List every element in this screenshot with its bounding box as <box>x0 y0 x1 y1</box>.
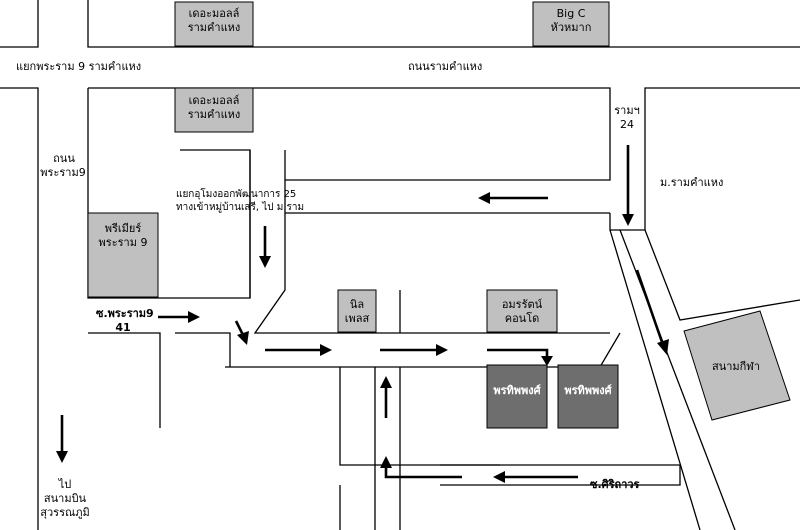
soi-sirithawon-label: ซ.ศิริถาวร <box>590 478 640 491</box>
prathippong-building-1 <box>486 364 548 429</box>
bigc-label-line2: หัวหมาก <box>550 21 592 34</box>
stadium-building <box>683 310 791 421</box>
airport-note-line3: สุวรรณภูมิ <box>40 506 90 519</box>
ramkhamhaeng-24-label-line1: รามฯ <box>614 104 640 117</box>
nil-place-label-line2: เพลส <box>344 312 370 325</box>
amornrat-building <box>486 289 558 333</box>
bigc-building <box>532 1 610 47</box>
tunnel-note-line2: ทางเข้าหมู่บ้านเสรี, ไป ม.ราม <box>176 202 305 213</box>
the-mall-top-label-line1: เดอะมอลล์ <box>188 7 240 20</box>
the-mall-2-label-line2: รามคำแหง <box>187 108 241 121</box>
amornrat-label-line1: อมรรัตน์ <box>501 298 543 311</box>
soi-rama9-41-label-line1: ซ.พระราม9 <box>96 307 154 320</box>
premier-label-line2: พระราม 9 <box>98 236 148 249</box>
bigc-label-line1: Big C <box>556 7 586 20</box>
prathippong-label-1: พรทิพพงศ์ <box>493 384 541 397</box>
prathippong-label-2: พรทิพพงศ์ <box>564 384 612 397</box>
stadium-label: สนามกีฬา <box>711 360 761 373</box>
the-mall-top-building <box>174 1 254 47</box>
the-mall-2-building <box>174 87 254 133</box>
rama9-road-label-line1: ถนน <box>53 152 75 165</box>
ramkhamhaeng-24-label-line2: 24 <box>620 118 634 131</box>
the-mall-2-label-line1: เดอะมอลล์ <box>188 94 240 107</box>
tunnel-note-line1: แยกอุโมงออกพัฒนาการ 25 <box>176 189 297 200</box>
ramkhamhaeng-road-label: ถนนรามคำแหง <box>408 60 483 73</box>
rama9-intersection-label: แยกพระราม 9 รามคำแหง <box>16 60 142 73</box>
airport-note-line1: ไป <box>58 478 72 491</box>
nil-place-building <box>337 289 377 333</box>
nil-place-label-line1: นิล <box>349 298 365 311</box>
rama9-road-label-line2: พระราม9 <box>40 166 86 179</box>
the-mall-top-label-line2: รามคำแหง <box>187 21 241 34</box>
airport-note-line2: สนามบิน <box>43 492 87 505</box>
amornrat-label-line2: คอนโด <box>504 312 540 325</box>
premier-building <box>87 212 159 298</box>
route-arrows <box>56 145 669 483</box>
soi-rama9-41-label-line2: 41 <box>115 321 131 334</box>
prathippong-building-2 <box>557 364 619 429</box>
m-ramkhamhaeng-label: ม.รามคำแหง <box>660 176 724 189</box>
premier-label-line1: พรีเมียร์ <box>104 222 142 235</box>
